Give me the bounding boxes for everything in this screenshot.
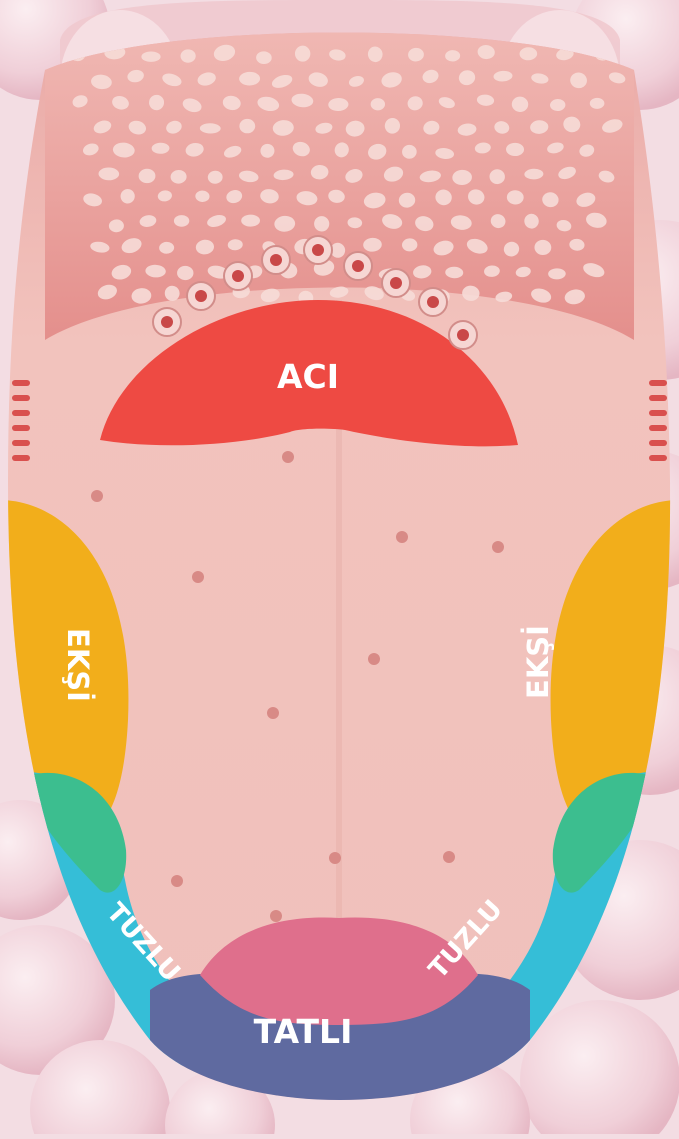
vallate-papilla-core bbox=[195, 290, 207, 302]
sour-label-left: EKŞİ bbox=[61, 628, 95, 702]
papilla-dot bbox=[239, 119, 255, 133]
vallate-papilla-core bbox=[312, 244, 324, 256]
papilla-dot bbox=[174, 215, 189, 227]
papilla-dot bbox=[141, 52, 160, 62]
sour-label-right: EKŞİ bbox=[521, 625, 555, 699]
vallate-papilla-core bbox=[161, 316, 173, 328]
vallate-papilla-core bbox=[232, 270, 244, 282]
sweet-label: TATLI bbox=[254, 1012, 353, 1051]
papilla-dot bbox=[241, 215, 260, 227]
vallate-papilla-core bbox=[270, 254, 282, 266]
vallate-papilla-core bbox=[352, 260, 364, 272]
bitter-label: ACI bbox=[277, 357, 339, 396]
vallate-papilla-core bbox=[427, 296, 439, 308]
vallate-papilla-core bbox=[390, 277, 402, 289]
vallate-papilla-core bbox=[457, 329, 469, 341]
